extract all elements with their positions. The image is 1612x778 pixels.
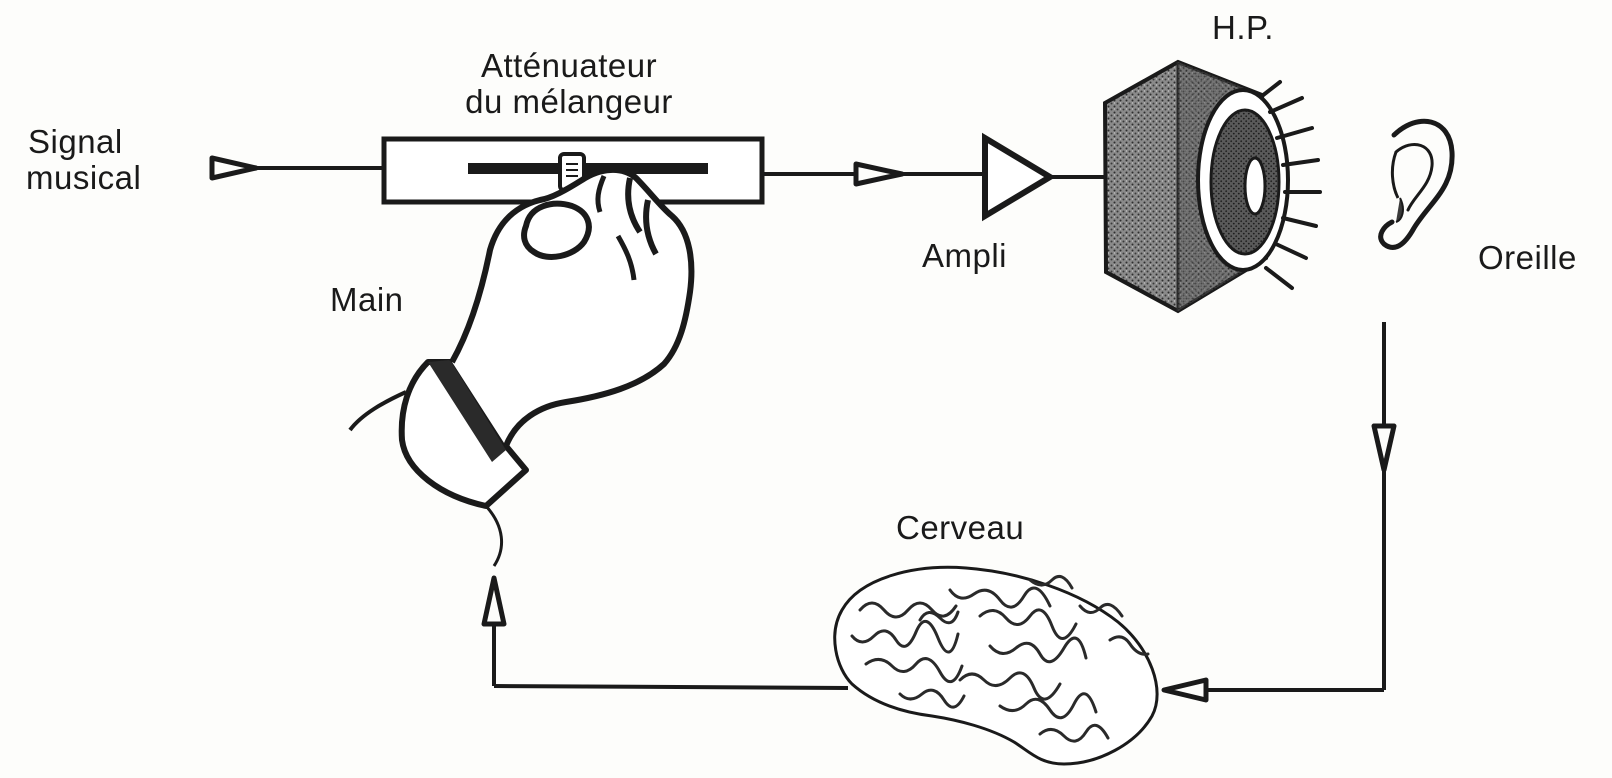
attenuator-label-line1: Atténuateur [424,48,714,84]
ear-label: Oreille [1478,240,1577,276]
fader-slot [468,163,708,174]
signal-label-line1: Signal [26,124,141,160]
brain-label: Cerveau [896,510,1024,546]
brain-illustration [835,567,1157,764]
attenuator-label-line2: du mélangeur [424,84,714,120]
ear-to-brain-arrow [1164,322,1394,700]
hand-illustration [350,170,691,566]
attenuator-label: Atténuateur du mélangeur [424,48,714,120]
loudspeaker-illustration [1105,62,1320,311]
attenuator-to-amp-arrow [762,164,985,184]
signal-label-line2: musical [26,160,141,196]
brain-to-hand-arrow [484,578,848,688]
signal-label: Signal musical [26,124,141,196]
amp-label: Ampli [922,238,1007,274]
amplifier-symbol [985,138,1106,216]
speaker-label: H.P. [1212,10,1274,46]
ear-illustration [1381,121,1452,247]
hand-label: Main [330,282,404,318]
signal-input-arrow [212,158,384,178]
